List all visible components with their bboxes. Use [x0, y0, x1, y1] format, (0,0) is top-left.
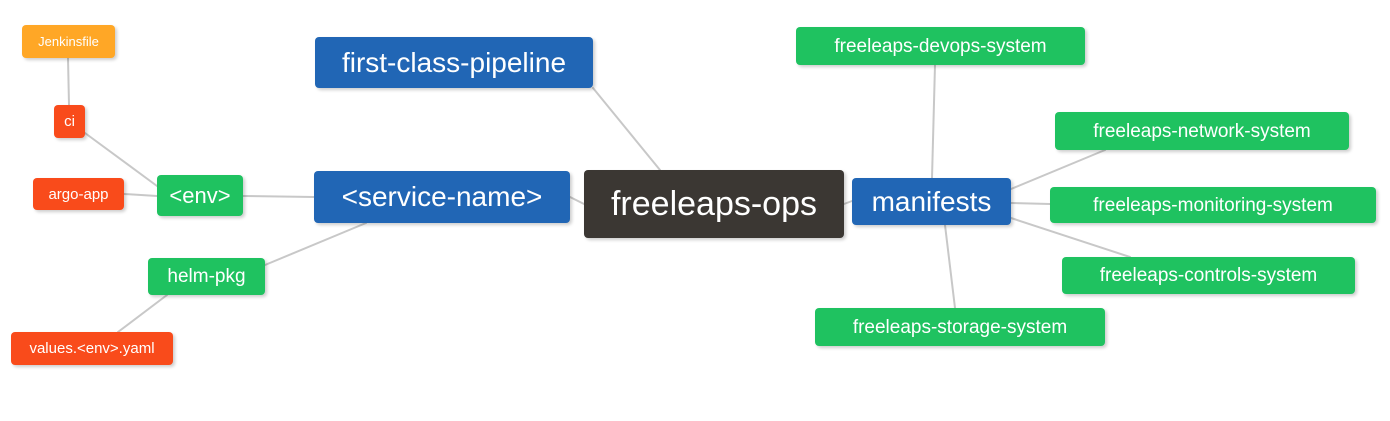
edge-env-to-argo-app — [123, 193, 158, 197]
edge-freeleaps-ops-to-manifests — [843, 200, 853, 205]
edge-manifests-to-freeleaps-network-system — [1010, 149, 1106, 190]
node-label-first-class-pipeline: first-class-pipeline — [341, 46, 567, 78]
edge-freeleaps-ops-to-service-name — [569, 196, 585, 205]
node-label-argo-app: argo-app — [48, 185, 109, 203]
edge-manifests-to-freeleaps-devops-system — [931, 64, 936, 179]
node-label-freeleaps-network-system: freeleaps-network-system — [1093, 120, 1311, 142]
node-label-ci: ci — [64, 113, 75, 130]
node-ci[interactable]: ci — [54, 105, 85, 138]
edge-freeleaps-ops-to-first-class-pipeline — [592, 87, 661, 171]
edge-manifests-to-freeleaps-monitoring-system — [1010, 202, 1051, 205]
node-label-service-name: <service-name> — [341, 181, 543, 212]
edge-manifests-to-freeleaps-storage-system — [944, 224, 956, 309]
node-label-freeleaps-ops: freeleaps-ops — [610, 185, 817, 223]
node-freeleaps-monitoring-system[interactable]: freeleaps-monitoring-system — [1050, 187, 1376, 223]
node-freeleaps-storage-system[interactable]: freeleaps-storage-system — [815, 308, 1105, 346]
node-label-manifests: manifests — [871, 185, 992, 217]
node-first-class-pipeline[interactable]: first-class-pipeline — [315, 37, 593, 88]
node-label-Jenkinsfile: Jenkinsfile — [38, 34, 99, 49]
edge-service-name-to-helm-pkg — [264, 222, 367, 266]
node-argo-app[interactable]: argo-app — [33, 178, 124, 210]
node-Jenkinsfile[interactable]: Jenkinsfile — [22, 25, 115, 58]
node-manifests[interactable]: manifests — [852, 178, 1011, 225]
edge-ci-to-Jenkinsfile — [67, 57, 70, 106]
node-label-freeleaps-storage-system: freeleaps-storage-system — [852, 316, 1068, 338]
node-helm-pkg[interactable]: helm-pkg — [148, 258, 265, 295]
node-label-freeleaps-devops-system: freeleaps-devops-system — [834, 35, 1047, 57]
node-label-helm-pkg: helm-pkg — [167, 266, 246, 287]
node-service-name[interactable]: <service-name> — [314, 171, 570, 223]
node-label-env: <env> — [169, 182, 231, 208]
node-freeleaps-controls-system[interactable]: freeleaps-controls-system — [1062, 257, 1355, 294]
node-freeleaps-ops[interactable]: freeleaps-ops — [584, 170, 844, 238]
node-label-values-env-yaml: values.<env>.yaml — [29, 340, 155, 357]
node-env[interactable]: <env> — [157, 175, 243, 216]
node-label-freeleaps-monitoring-system: freeleaps-monitoring-system — [1093, 194, 1333, 216]
node-freeleaps-network-system[interactable]: freeleaps-network-system — [1055, 112, 1349, 150]
edge-service-name-to-env — [242, 195, 315, 198]
node-freeleaps-devops-system[interactable]: freeleaps-devops-system — [796, 27, 1085, 65]
node-values-env-yaml[interactable]: values.<env>.yaml — [11, 332, 173, 365]
edge-manifests-to-freeleaps-controls-system — [1010, 217, 1131, 258]
node-label-freeleaps-controls-system: freeleaps-controls-system — [1099, 265, 1318, 286]
edge-helm-pkg-to-values-env-yaml — [117, 294, 168, 333]
